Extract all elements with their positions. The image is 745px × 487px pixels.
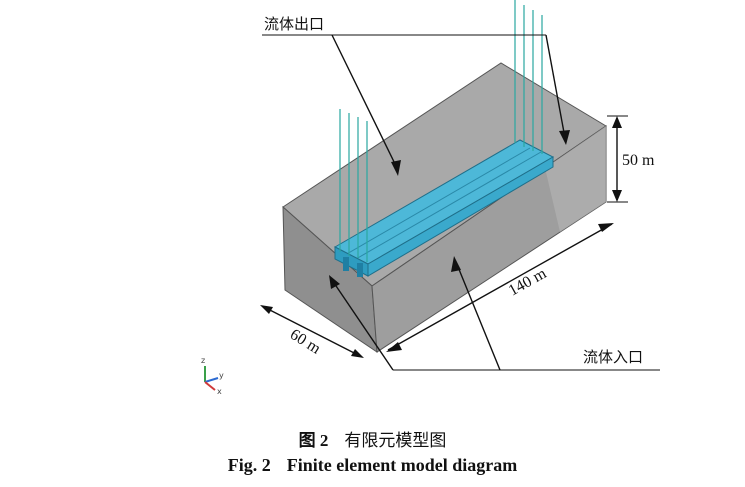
bridge-pier	[343, 257, 349, 271]
inlet-leader-left	[331, 279, 394, 371]
inlet-leader-right	[455, 261, 501, 371]
height-label: 50 m	[622, 152, 655, 169]
arrowhead	[451, 256, 461, 272]
outlet-leader-left	[331, 34, 399, 171]
bridge-deck-front	[367, 156, 554, 277]
bridge-pier	[357, 263, 363, 277]
bridge-deck-girder-line	[355, 151, 542, 260]
caption-cn-title: 有限元模型图	[344, 431, 447, 451]
inlet-annotation: 流体入口	[329, 256, 660, 371]
outlet-annotation: 流体出口	[262, 15, 570, 176]
caption-cn-fig-number: 图 2	[298, 431, 329, 450]
arrowhead	[391, 160, 401, 176]
caption-english: Fig. 2 Finite element model diagram	[0, 455, 745, 476]
cables-right-pylon	[514, 0, 543, 154]
outlet-label: 流体出口	[264, 15, 324, 33]
caption-en-title: Finite element model diagram	[286, 455, 518, 475]
domain-right-shade	[545, 126, 606, 232]
height-dimension: 50 m	[607, 115, 655, 203]
axis-y-label: y	[219, 371, 224, 380]
bridge-model	[333, 139, 555, 277]
caption-en-fig-number: Fig. 2	[227, 455, 271, 475]
cables-left-pylon	[339, 109, 368, 262]
arrowhead	[329, 275, 340, 289]
axis-z-label: z	[201, 356, 205, 365]
inlet-label: 流体入口	[583, 348, 643, 366]
caption-chinese: 图 2 有限元模型图	[0, 426, 745, 451]
length-label: 140 m	[506, 265, 550, 300]
axis-x-label: x	[217, 387, 222, 396]
width-label: 60 m	[287, 326, 324, 358]
bridge-deck-girder-line	[344, 147, 531, 256]
coordinate-triad: z y x	[201, 356, 224, 396]
outlet-leader-right	[545, 34, 566, 139]
arrowhead	[559, 130, 570, 145]
